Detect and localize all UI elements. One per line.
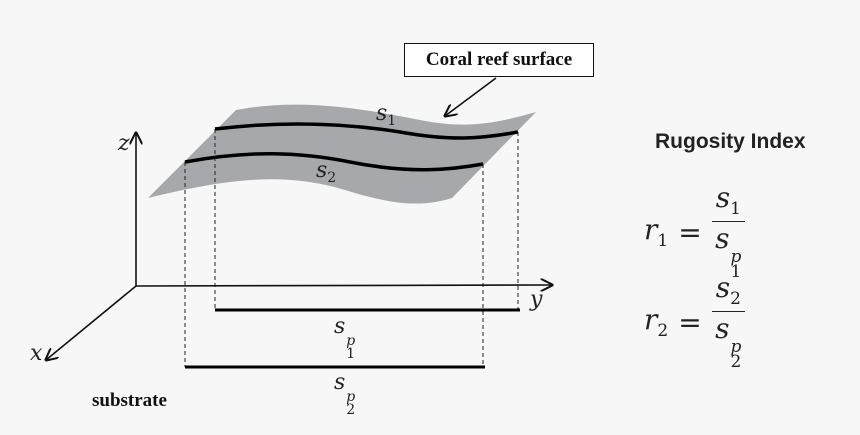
- substrate-label: substrate: [92, 390, 167, 411]
- profile-s2: [184, 151, 484, 172]
- projection-lines: [184, 129, 519, 367]
- profile-s1: [214, 122, 519, 140]
- callout-label: Coral reef surface: [404, 43, 594, 77]
- label-s2: s2: [316, 158, 337, 186]
- x-axis: [46, 285, 137, 360]
- x-axis-label: x: [30, 341, 43, 366]
- z-axis-label: z: [118, 131, 130, 156]
- label-s1: s1: [376, 101, 397, 129]
- y-axis: [135, 285, 552, 286]
- y-axis-label: y: [530, 287, 543, 312]
- callout-arrow: [445, 77, 497, 116]
- reef-surface: [148, 104, 536, 204]
- rugosity-heading: Rugosity Index: [655, 130, 806, 153]
